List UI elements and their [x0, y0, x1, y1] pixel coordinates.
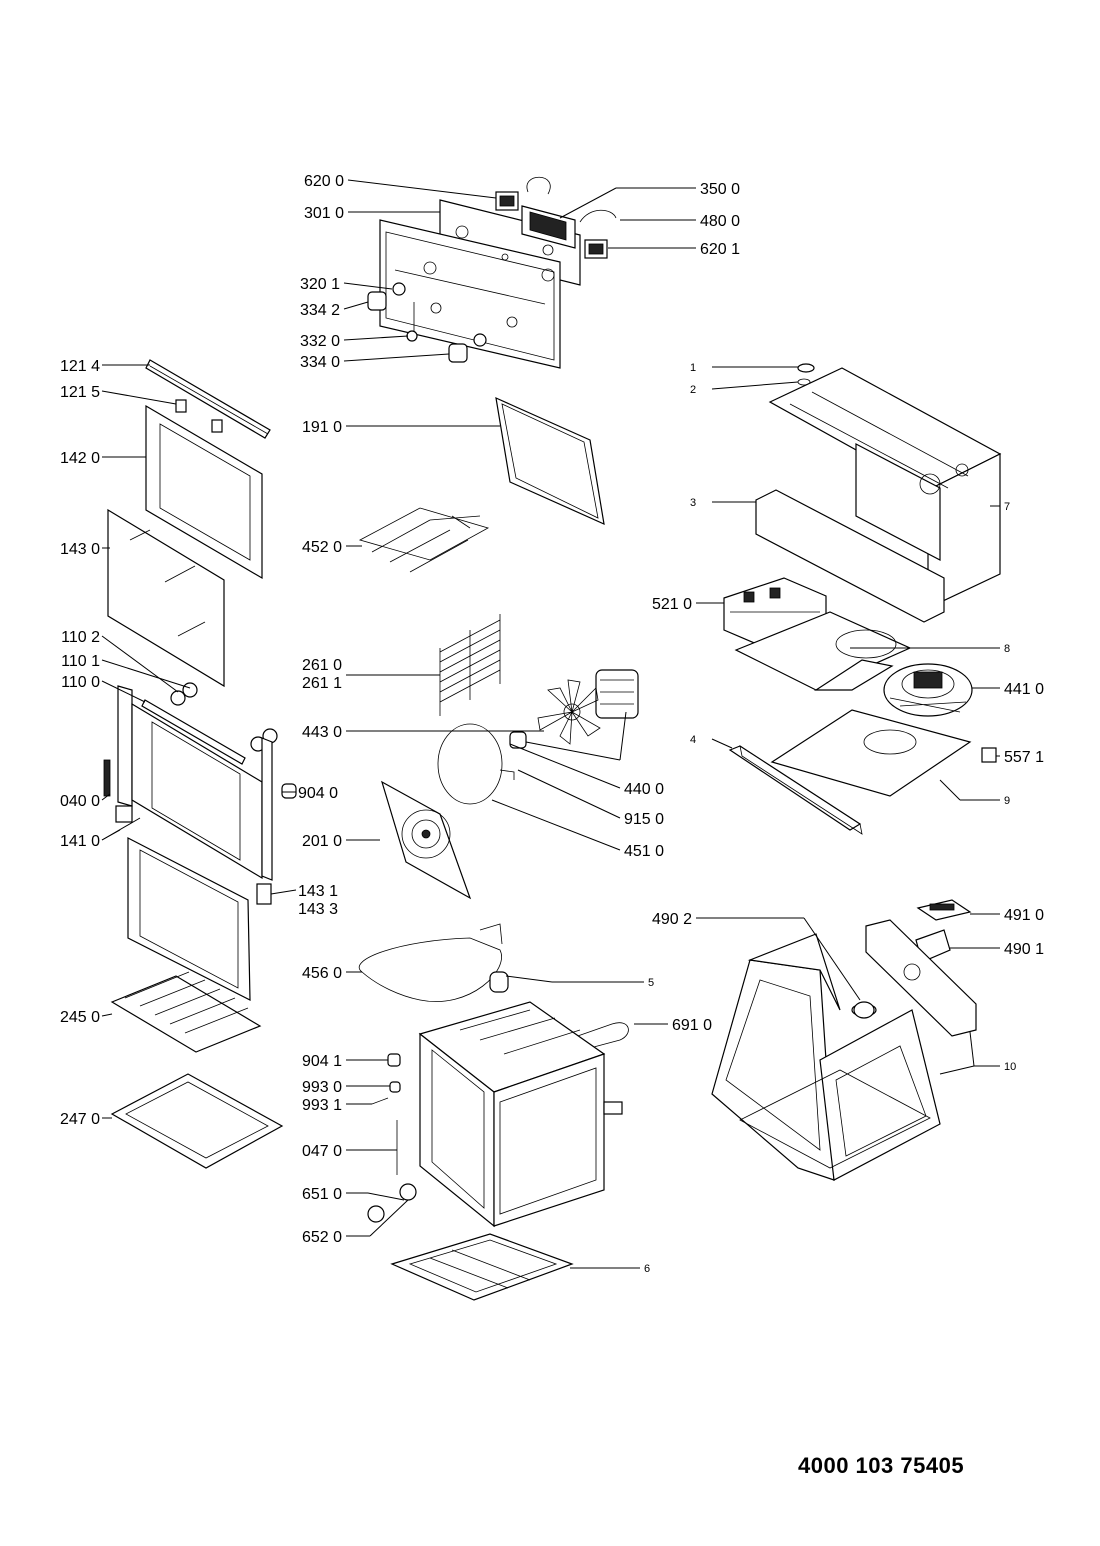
label-334-2: 334 2: [300, 302, 340, 319]
label-350-0: 350 0: [700, 181, 740, 198]
label-451-0: 451 0: [624, 843, 664, 860]
label-334-0: 334 0: [300, 354, 340, 371]
label-332-0: 332 0: [300, 333, 340, 350]
label-245-0: 245 0: [60, 1009, 100, 1026]
label-2: 2: [690, 384, 696, 396]
label-121-4: 121 4: [60, 358, 100, 375]
label-652-0: 652 0: [302, 1229, 342, 1246]
label-993-0: 993 0: [302, 1079, 342, 1096]
label-5: 5: [648, 977, 654, 989]
label-480-0: 480 0: [700, 213, 740, 230]
leader-lines: [101, 179, 1000, 1269]
label-047-0: 047 0: [302, 1143, 342, 1160]
part-labels: 620 0 301 0 350 0 480 0 620 1 320 1 334 …: [60, 173, 1044, 1275]
label-620-1: 620 1: [700, 241, 740, 258]
label-6: 6: [644, 1263, 650, 1275]
label-191-0: 191 0: [302, 419, 342, 436]
label-915-0: 915 0: [624, 811, 664, 828]
label-441-0: 441 0: [1004, 681, 1044, 698]
label-521-0: 521 0: [652, 596, 692, 613]
label-3: 3: [690, 497, 696, 509]
control-panel-assembly: [367, 176, 617, 369]
label-121-5: 121 5: [60, 384, 100, 401]
label-247-0: 247 0: [60, 1111, 100, 1128]
label-143-3: 143 3: [298, 901, 338, 918]
label-040-0: 040 0: [60, 793, 100, 810]
label-904-0: 904 0: [298, 785, 338, 802]
label-440-0: 440 0: [624, 781, 664, 798]
label-1: 1: [690, 362, 696, 374]
label-8: 8: [1004, 643, 1010, 655]
label-651-0: 651 0: [302, 1186, 342, 1203]
label-110-2: 110 2: [61, 629, 100, 646]
label-143-0: 143 0: [60, 541, 100, 558]
label-490-1: 490 1: [1004, 941, 1044, 958]
label-491-0: 491 0: [1004, 907, 1044, 924]
label-557-1: 557 1: [1004, 749, 1044, 766]
label-261-0: 261 0: [302, 657, 342, 674]
label-904-1: 904 1: [302, 1053, 342, 1070]
label-7: 7: [1004, 501, 1010, 513]
label-143-1: 143 1: [298, 883, 338, 900]
label-452-0: 452 0: [302, 539, 342, 556]
label-110-0: 110 0: [61, 674, 100, 691]
label-4: 4: [690, 734, 696, 746]
label-456-0: 456 0: [302, 965, 342, 982]
document-number: 4000 103 75405: [798, 1453, 965, 1478]
cavity-parts: [358, 396, 639, 1301]
label-320-1: 320 1: [300, 276, 340, 293]
label-490-2: 490 2: [652, 911, 692, 928]
chassis-assembly: [711, 363, 1002, 1181]
label-691-0: 691 0: [672, 1017, 712, 1034]
label-110-1: 110 1: [61, 653, 100, 670]
label-993-1: 993 1: [302, 1097, 342, 1114]
label-201-0: 201 0: [302, 833, 342, 850]
label-141-0: 141 0: [60, 833, 100, 850]
label-261-1: 261 1: [302, 675, 342, 692]
label-10: 10: [1004, 1061, 1016, 1073]
label-443-0: 443 0: [302, 724, 342, 741]
label-9: 9: [1004, 795, 1010, 807]
door-assembly: [103, 359, 297, 1169]
label-142-0: 142 0: [60, 450, 100, 467]
label-620-0: 620 0: [304, 173, 344, 190]
label-301-0: 301 0: [304, 205, 344, 222]
